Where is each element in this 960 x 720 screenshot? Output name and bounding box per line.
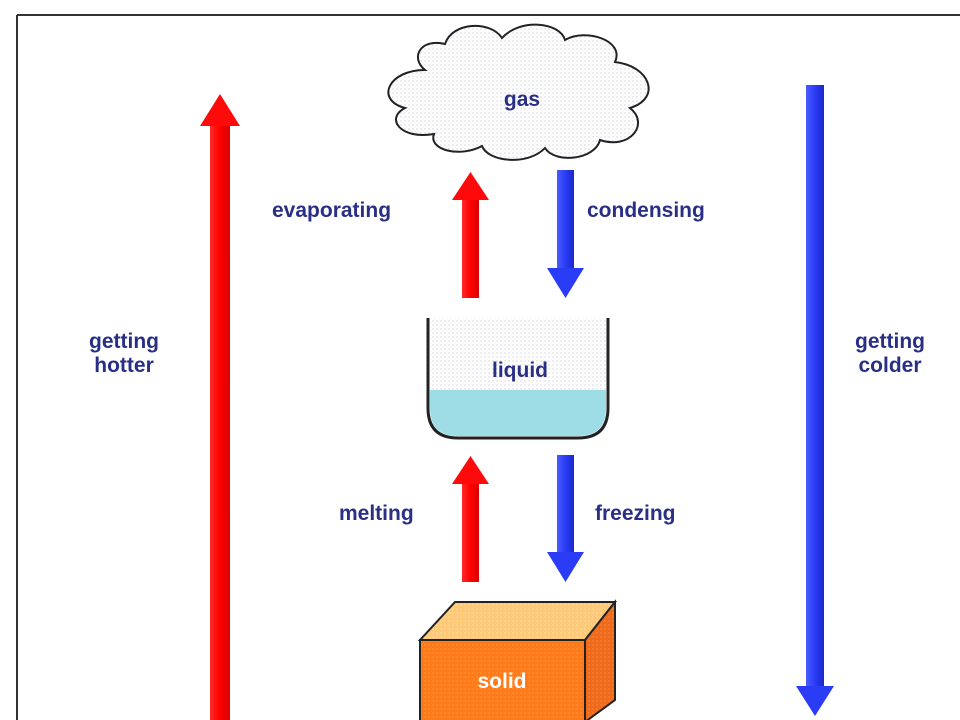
evaporating-label: evaporating: [272, 199, 392, 222]
melting-arrow: [452, 456, 489, 582]
getting-hotter-line1: getting: [89, 330, 159, 353]
freezing-label: freezing: [595, 502, 676, 525]
getting-hotter-label: getting hotter: [64, 330, 184, 378]
solid-label: solid: [477, 670, 527, 693]
liquid-beaker: [426, 318, 610, 440]
liquid-fill: [430, 390, 606, 436]
condensing-label: condensing: [587, 199, 705, 222]
getting-colder-label: getting colder: [830, 330, 950, 378]
getting-colder-line1: getting: [855, 330, 925, 353]
evaporating-arrow: [452, 172, 489, 298]
getting-colder-arrow: [796, 85, 834, 716]
slide-frame: [16, 14, 960, 720]
gas-cloud: [387, 23, 650, 161]
freezing-arrow: [547, 455, 584, 582]
getting-colder-line2: colder: [858, 354, 922, 377]
getting-hotter-arrow: [200, 94, 240, 720]
getting-hotter-line2: hotter: [94, 354, 154, 377]
liquid-label: liquid: [492, 359, 548, 382]
melting-label: melting: [339, 502, 414, 525]
gas-label: gas: [503, 88, 541, 111]
condensing-arrow: [547, 170, 584, 298]
solid-cube: [417, 599, 618, 720]
